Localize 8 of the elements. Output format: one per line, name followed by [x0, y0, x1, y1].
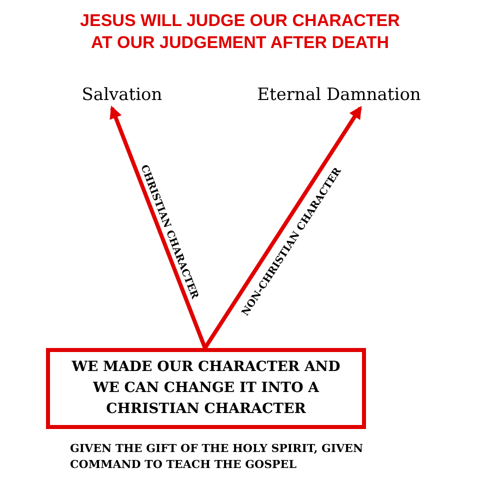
- outcome-label: Eternal Damnation: [244, 84, 434, 106]
- process-box: [46, 348, 366, 429]
- arrow: [203, 106, 362, 350]
- box-text: WE MADE OUR CHARACTER AND WE CAN CHANGE IT INTO A CHRISTIAN CHARACTER: [70, 358, 342, 419]
- title: JESUS WILL JUDGE OUR CHARACTER AT OUR JUDGEMENT AFTER DEATH: [79, 10, 401, 54]
- outcome-label: Salvation: [72, 84, 172, 106]
- note-text: GIVEN THE GIFT OF THE HOLY SPIRIT, GIVEN COMMAND TO TEACH THE GOSPEL: [70, 441, 364, 473]
- arrow: [110, 106, 207, 349]
